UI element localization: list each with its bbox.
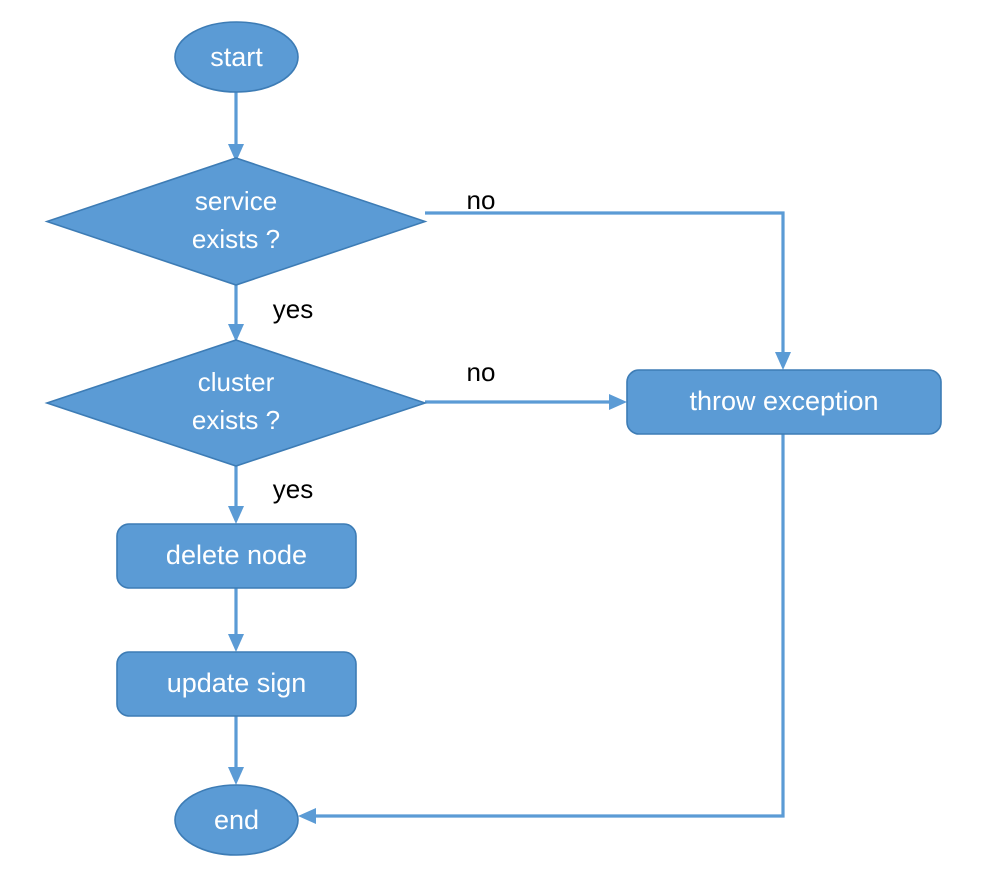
node-delete-node[interactable]: delete node — [116, 523, 357, 589]
arrowhead-icon — [775, 352, 791, 370]
arrowhead-icon — [228, 634, 244, 652]
arrowhead-icon — [228, 767, 244, 785]
node-cluster-exists-label-line2: exists ? — [192, 405, 280, 435]
edge-label-no-cluster: no — [467, 357, 496, 387]
edge-start-to-service — [228, 92, 244, 162]
start-ellipse[interactable] — [174, 21, 299, 93]
node-service-exists[interactable]: service exists ? — [44, 157, 428, 286]
end-ellipse[interactable] — [174, 784, 299, 856]
node-cluster-exists[interactable]: cluster exists ? — [44, 339, 428, 467]
service-exists-diamond[interactable] — [44, 157, 428, 286]
arrowhead-icon — [228, 506, 244, 524]
edge-line — [425, 211, 785, 358]
node-update-sign-label: update sign — [167, 668, 307, 698]
edge-label-yes-service: yes — [273, 294, 313, 324]
node-service-exists-label-line1: service — [195, 186, 277, 216]
node-update-sign[interactable]: update sign — [116, 651, 357, 717]
edge-cluster-yes-to-delete: yes — [228, 466, 313, 524]
edge-update-to-end — [228, 716, 244, 785]
cluster-exists-diamond[interactable] — [44, 339, 428, 467]
node-start[interactable]: start — [174, 21, 299, 93]
throw-exception-rect[interactable] — [626, 369, 942, 435]
edge-service-no-to-throw: no — [425, 185, 791, 370]
node-throw-exception-label: throw exception — [689, 386, 878, 416]
arrowhead-icon — [228, 324, 244, 342]
arrowhead-icon — [228, 144, 244, 162]
delete-node-rect[interactable] — [116, 523, 357, 589]
edge-cluster-no-to-throw: no — [425, 357, 627, 410]
edge-label-no-service: no — [467, 185, 496, 215]
edge-service-yes-to-cluster: yes — [228, 285, 313, 342]
node-start-label: start — [210, 42, 263, 72]
edge-throw-to-end — [298, 434, 785, 824]
update-sign-rect[interactable] — [116, 651, 357, 717]
node-service-exists-label-line2: exists ? — [192, 224, 280, 254]
arrowhead-icon — [609, 394, 627, 410]
edge-label-yes-cluster: yes — [273, 474, 313, 504]
node-throw-exception[interactable]: throw exception — [626, 369, 942, 435]
node-cluster-exists-label-line1: cluster — [198, 367, 275, 397]
node-delete-node-label: delete node — [166, 540, 307, 570]
node-end-label: end — [214, 805, 259, 835]
edge-delete-to-update — [228, 588, 244, 652]
edge-line — [310, 434, 785, 818]
node-end[interactable]: end — [174, 784, 299, 856]
arrowhead-icon — [298, 808, 316, 824]
